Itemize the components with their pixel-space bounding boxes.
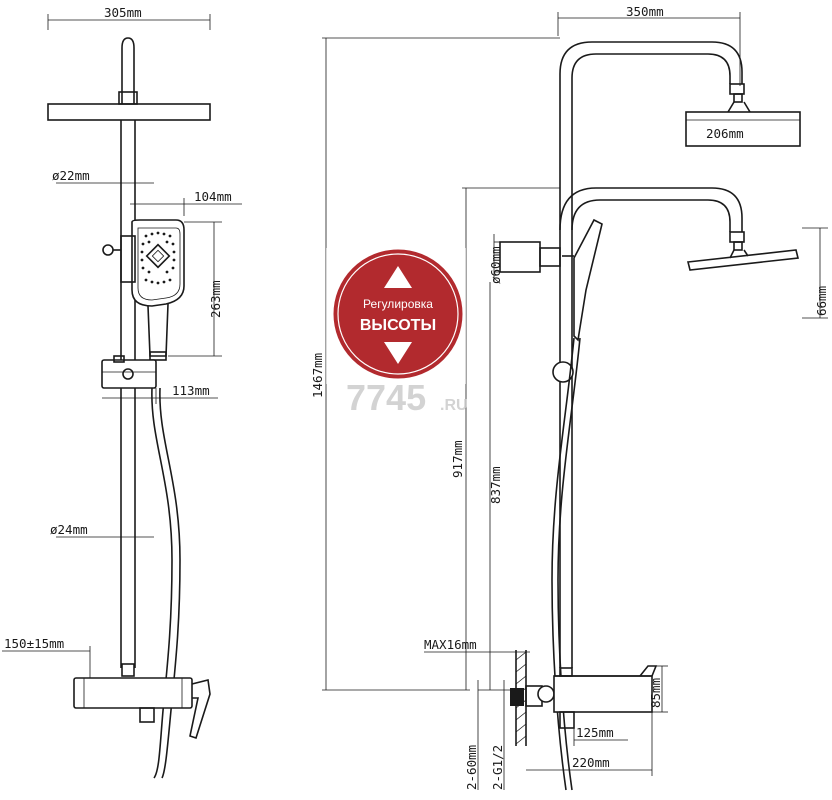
badge-line2: ВЫСОТЫ	[360, 317, 436, 334]
hand-shower-side	[573, 218, 603, 342]
dim-pipe-dia-top: ø22mm	[52, 168, 90, 183]
dim-holder-width: 113mm	[172, 383, 210, 398]
dim-height-917: 917mm	[450, 440, 465, 478]
watermark-text: 7745	[346, 377, 426, 418]
dim-pipe-dia-bottom: ø24mm	[50, 522, 88, 537]
side-view: 350mm 1467mm 206mm 66mm ø60mm	[310, 4, 829, 791]
mixer-side	[525, 665, 658, 729]
dim-top-width: 305mm	[104, 5, 142, 20]
rain-head-side-lower	[687, 249, 799, 271]
badge-line1: Регулировка	[363, 297, 433, 311]
dim-mixer-height: 85mm	[648, 678, 663, 708]
dim-max-wall: MAX16mm	[424, 637, 477, 652]
dim-mixer-depth: 220mm	[572, 755, 610, 770]
front-view: 305mm ø22mm	[2, 5, 242, 779]
rain-head-front	[47, 103, 211, 121]
slider-side	[552, 361, 574, 383]
dim-height-837: 837mm	[488, 466, 503, 504]
dim-spout-length: 125mm	[576, 725, 614, 740]
dim-arm-reach: 350mm	[626, 4, 664, 19]
dim-holder-dia: ø60mm	[488, 246, 503, 284]
rain-head-side-upper	[685, 111, 801, 147]
slider-holder	[101, 359, 157, 389]
height-adjustment-badge: Регулировка ВЫСОТЫ	[326, 246, 466, 384]
watermark: 7745 .RU	[346, 377, 468, 418]
dim-handshower-height: 263mm	[208, 280, 223, 318]
dim-handshower-width: 104mm	[194, 189, 232, 204]
dim-connector-range: 2-60mm	[464, 745, 479, 790]
arrow-down-icon	[384, 342, 412, 364]
dim-head-thickness: 66mm	[814, 286, 829, 316]
dim-thread: 2-G1/2	[490, 745, 505, 790]
dim-total-height: 1467mm	[310, 353, 325, 398]
dim-head-diameter: 206mm	[706, 126, 744, 141]
mixer-front	[73, 663, 211, 740]
dim-inlet-spacing: 150±15mm	[4, 636, 64, 651]
wall-section	[510, 650, 527, 746]
watermark-suffix: .RU	[440, 397, 468, 414]
hand-shower-front	[131, 219, 185, 361]
arrow-up-icon	[384, 266, 412, 288]
